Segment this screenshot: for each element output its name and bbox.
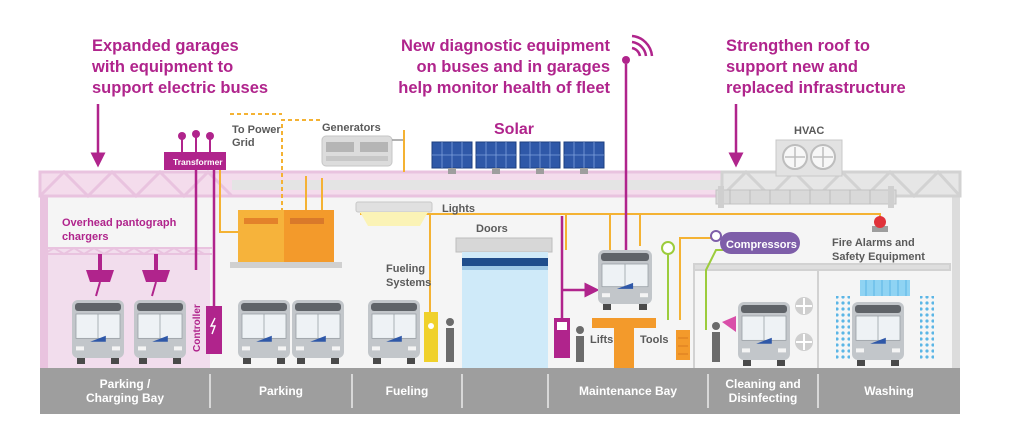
controller-charger xyxy=(206,306,222,354)
diagnostic-kiosk xyxy=(554,318,570,358)
lifts-label: Lifts xyxy=(590,334,613,346)
bus xyxy=(72,300,124,364)
fueling-systems-label-2: Systems xyxy=(386,277,431,289)
callout-line: on buses and in garages xyxy=(416,58,610,76)
vehicle-lift xyxy=(592,318,656,368)
solar-panel xyxy=(475,141,517,174)
compressors-label: Compressors xyxy=(726,239,797,251)
bay-label-parking-charging: Charging Bay xyxy=(86,391,164,405)
callout-line: support new and xyxy=(726,58,858,76)
fire-alarms-label-2: Safety Equipment xyxy=(832,251,925,263)
bus xyxy=(598,250,652,310)
battery-cabinet xyxy=(230,210,342,268)
ceiling-lights xyxy=(355,201,433,226)
fire-alarms-label-1: Fire Alarms and xyxy=(832,237,915,249)
controller-cable xyxy=(194,170,216,312)
disinfect-fans xyxy=(795,297,813,351)
wifi-signal-icon xyxy=(631,34,654,57)
pantograph-label-2: chargers xyxy=(62,231,108,243)
to-power-grid-label-2: Grid xyxy=(232,137,255,149)
garage-door xyxy=(455,237,553,368)
signal-source-dot xyxy=(622,56,630,64)
controller-label: Controller xyxy=(192,304,203,352)
callout-arrows xyxy=(90,104,744,168)
to-power-grid-label-1: To Power xyxy=(232,124,281,136)
transformer-label: Transformer xyxy=(173,157,223,167)
bay-label-maintenance: Maintenance Bay xyxy=(579,384,677,398)
transformer-unit xyxy=(164,130,226,170)
callout-line: help monitor health of fleet xyxy=(398,79,610,97)
bay-label-parking: Parking xyxy=(259,384,303,398)
generators-label: Generators xyxy=(322,122,381,134)
pantograph-chargers xyxy=(86,254,170,297)
bus-wash xyxy=(836,280,934,360)
callout-line: Strengthen roof to xyxy=(726,37,870,55)
doors-label: Doors xyxy=(476,223,508,235)
cleaning-worker xyxy=(712,316,736,362)
bus xyxy=(134,300,186,364)
bay-label-cleaning: Disinfecting xyxy=(729,391,798,405)
fire-alarm xyxy=(872,216,888,232)
solar-panel xyxy=(519,141,561,174)
callout-line: with equipment to xyxy=(92,58,234,76)
bus xyxy=(368,300,420,364)
bus xyxy=(738,302,790,366)
hvac-label: HVAC xyxy=(794,125,824,137)
bay-label-fueling: Fueling xyxy=(386,384,429,398)
fueling-systems-label-1: Fueling xyxy=(386,263,425,275)
solar-label: Solar xyxy=(494,121,534,138)
solar-panel xyxy=(431,141,473,174)
bus xyxy=(292,300,344,364)
bus xyxy=(238,300,290,364)
fuel-dispenser xyxy=(424,312,438,362)
worker-fuel xyxy=(446,318,454,362)
bus xyxy=(852,302,904,366)
hvac-duct xyxy=(715,186,897,208)
callout-line: Expanded garages xyxy=(92,37,239,55)
generators-unit xyxy=(321,130,405,167)
callout-expanded-garages: Expanded garages with equipment to suppo… xyxy=(92,36,268,99)
bay-label-washing: Washing xyxy=(864,384,914,398)
pantograph-label-1: Overhead pantograph xyxy=(62,217,177,229)
solar-panels xyxy=(431,141,605,174)
tool-cabinet xyxy=(676,330,690,360)
callout-line: New diagnostic equipment xyxy=(400,37,610,55)
callout-diagnostic-equipment: New diagnostic equipment on buses and in… xyxy=(370,36,610,99)
callout-line: replaced infrastructure xyxy=(726,79,906,97)
floor-bays: Parking /Charging Bay Parking Fueling Maint… xyxy=(40,368,960,414)
truss-grey-right xyxy=(693,263,951,368)
bay-label-cleaning: Cleaning and xyxy=(725,377,800,391)
callout-strengthen-roof: Strengthen roof to support new and repla… xyxy=(726,36,906,99)
truss-pink-lower xyxy=(40,246,212,256)
compressor-unit xyxy=(710,230,800,254)
lights-label: Lights xyxy=(442,203,475,215)
tools-label: Tools xyxy=(640,334,669,346)
solar-panel xyxy=(563,141,605,174)
bay-label-parking-charging: Parking / xyxy=(100,377,151,391)
worker-lift xyxy=(576,326,584,362)
hvac-unit xyxy=(775,139,843,177)
callout-line: support electric buses xyxy=(92,79,269,97)
buses xyxy=(72,250,904,366)
